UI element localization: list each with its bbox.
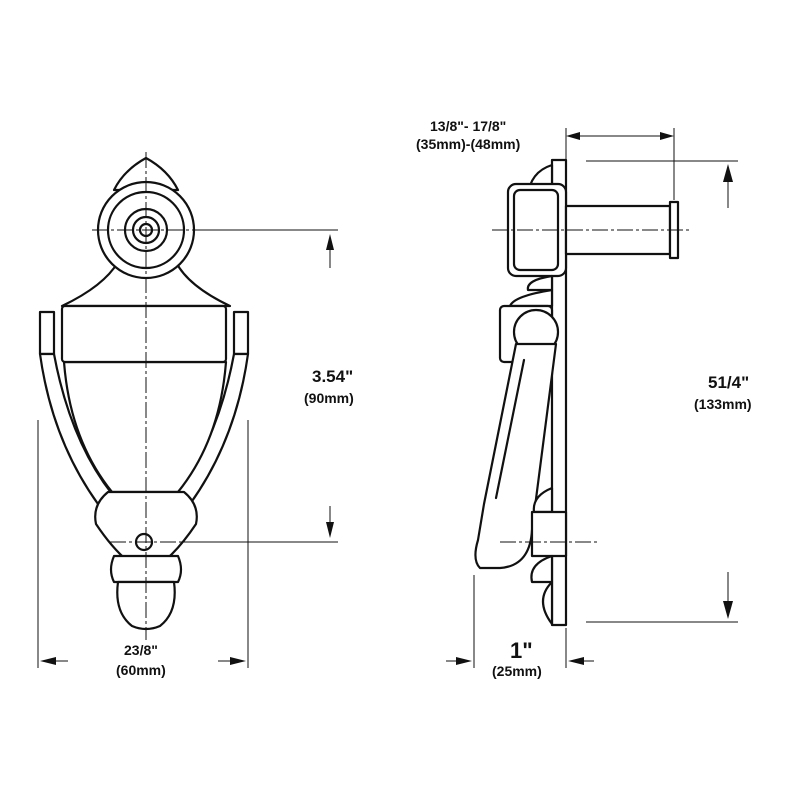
right-post <box>232 310 250 356</box>
dim-depth-range <box>565 128 675 200</box>
projection-imperial-label: 1" <box>510 638 533 663</box>
side-view <box>474 158 690 627</box>
depth-range-metric-label: (35mm)-(48mm) <box>416 136 521 152</box>
bottom-collar <box>109 554 183 584</box>
side-striker-plate <box>530 510 568 558</box>
knocker-travel-imperial-label: 3.54" <box>312 367 354 386</box>
width-imperial-label: 23/8" <box>124 642 158 658</box>
dim-projection <box>446 575 594 668</box>
total-height-imperial-label: 51/4" <box>708 373 750 392</box>
left-post <box>38 310 56 356</box>
total-height-metric-label: (133mm) <box>694 396 752 412</box>
side-bottom-finial <box>541 580 554 626</box>
dim-total-height <box>586 160 738 623</box>
side-neck-upper <box>526 274 554 292</box>
side-neck-lower <box>508 288 554 308</box>
side-striker-lower <box>530 554 554 584</box>
knocker-travel-metric-label: (90mm) <box>304 390 354 406</box>
side-knocker-arm-edge <box>494 358 526 500</box>
projection-metric-label: (25mm) <box>492 663 542 679</box>
top-bar <box>60 304 228 364</box>
dim-knocker-travel <box>180 229 338 543</box>
dim-width <box>37 420 249 668</box>
depth-range-imperial-label: 13/8"- 17/8" <box>430 118 507 134</box>
width-metric-label: (60mm) <box>116 662 166 678</box>
side-knocker-arm <box>474 342 558 570</box>
front-view <box>38 152 250 640</box>
